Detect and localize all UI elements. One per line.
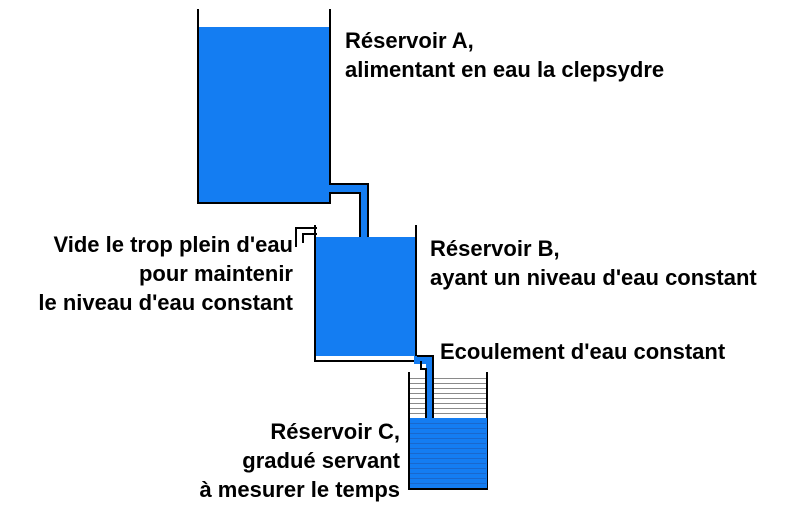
pipe-b-outer-edge — [417, 355, 434, 418]
reservoir-a-label-line2: alimentant en eau la clepsydre — [345, 57, 665, 82]
overflow-label: Vide le trop plein d'eau pour maintenir … — [10, 230, 293, 317]
reservoir-a — [197, 9, 331, 204]
overflow-label-line2: pour maintenir — [138, 261, 293, 286]
pipe-a-inner-edge — [329, 192, 361, 238]
reservoir-c — [408, 372, 488, 490]
pipe-b-horizontal-water — [414, 356, 433, 364]
overflow-spout-outer — [295, 227, 317, 247]
flow-label: Ecoulement d'eau constant — [440, 337, 725, 366]
reservoir-b-label: Réservoir B, ayant un niveau d'eau const… — [430, 234, 757, 292]
reservoir-a-water — [199, 27, 329, 203]
pipe-a-horizontal-water — [329, 185, 368, 193]
reservoir-c-label-line2: gradué servant — [242, 448, 400, 473]
flow-label-line1: Ecoulement d'eau constant — [440, 339, 726, 364]
reservoir-c-label-line3: à mesurer le temps — [199, 477, 400, 502]
pipe-a-outer-edge — [329, 183, 369, 238]
overflow-label-line3: le niveau d'eau constant — [38, 290, 293, 315]
graduations-water — [410, 423, 486, 484]
pipe-b-inner-edge — [420, 361, 427, 418]
pipe-a-falling-water — [360, 186, 368, 238]
reservoir-a-label: Réservoir A, alimentant en eau la clepsy… — [345, 26, 664, 84]
pipe-b-to-c — [414, 355, 434, 418]
reservoir-c-label: Réservoir C, gradué servant à mesurer le… — [100, 417, 400, 504]
reservoir-b — [295, 225, 421, 362]
reservoir-b-label-line1: Réservoir B, — [430, 236, 560, 261]
reservoir-b-label-line2: ayant un niveau d'eau constant — [430, 265, 757, 290]
reservoir-b-water — [316, 237, 416, 356]
overflow-spout-inner — [302, 233, 317, 243]
graduations-empty — [410, 378, 486, 414]
reservoir-a-label-line1: Réservoir A, — [345, 28, 474, 53]
pipe-b-falling-water — [426, 356, 433, 418]
pipe-a-to-b — [329, 183, 369, 238]
overflow-label-line1: Vide le trop plein d'eau — [53, 232, 293, 257]
reservoir-c-label-line1: Réservoir C, — [270, 419, 400, 444]
